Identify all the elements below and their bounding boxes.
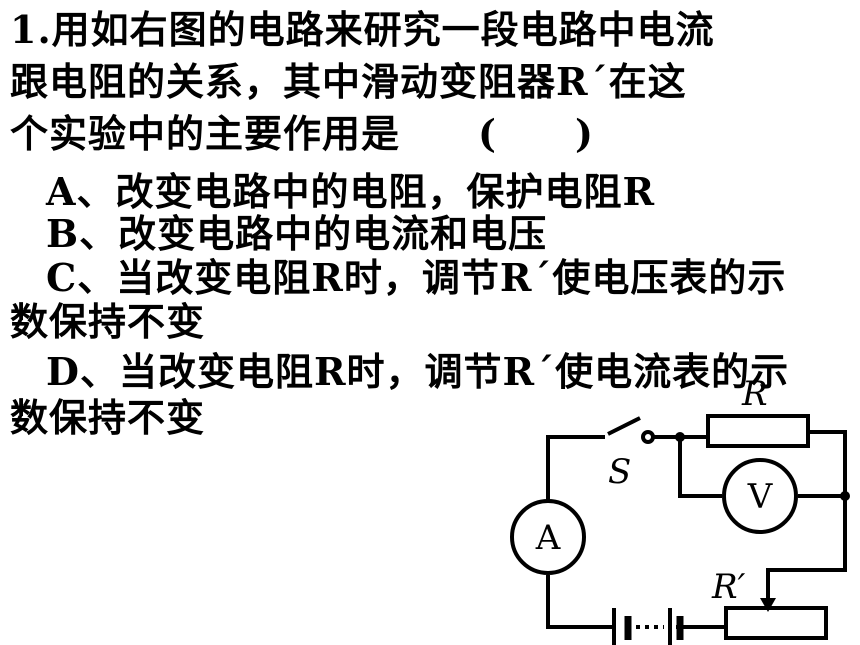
resistor-r-label: R	[741, 374, 768, 414]
switch-label: S	[608, 452, 631, 492]
question-line-3: 个实验中的主要作用是 ( )	[10, 111, 594, 156]
rheostat	[724, 606, 828, 640]
option-d-line-1: D、当改变电阻R时，调节R´使电流表的示	[46, 349, 790, 394]
junction-right	[840, 491, 850, 501]
question-line-2: 跟电阻的关系，其中滑动变阻器R´在这	[10, 59, 687, 104]
option-a: A、改变电路中的电阻，保护电阻R	[46, 169, 656, 214]
question-line-1: 1.用如右图的电路来研究一段电路中电流	[10, 7, 715, 52]
circuit-wires	[546, 430, 847, 629]
ammeter	[510, 499, 586, 575]
voltmeter-label: V	[747, 477, 774, 517]
battery	[612, 608, 684, 645]
switch	[607, 416, 655, 444]
voltmeter	[722, 458, 798, 534]
rheostat-label: R′	[711, 567, 746, 607]
resistor-r	[706, 414, 810, 448]
option-b: B、改变电路中的电流和电压	[46, 211, 548, 256]
ammeter-label: A	[535, 518, 561, 558]
option-d-line-2: 数保持不变	[10, 395, 206, 440]
option-c-line-1: C、当改变电阻R时，调节R´使电压表的示	[46, 255, 787, 300]
rheostat-arrow	[760, 598, 776, 612]
option-c-line-2: 数保持不变	[10, 299, 206, 344]
junction-left	[675, 432, 685, 442]
